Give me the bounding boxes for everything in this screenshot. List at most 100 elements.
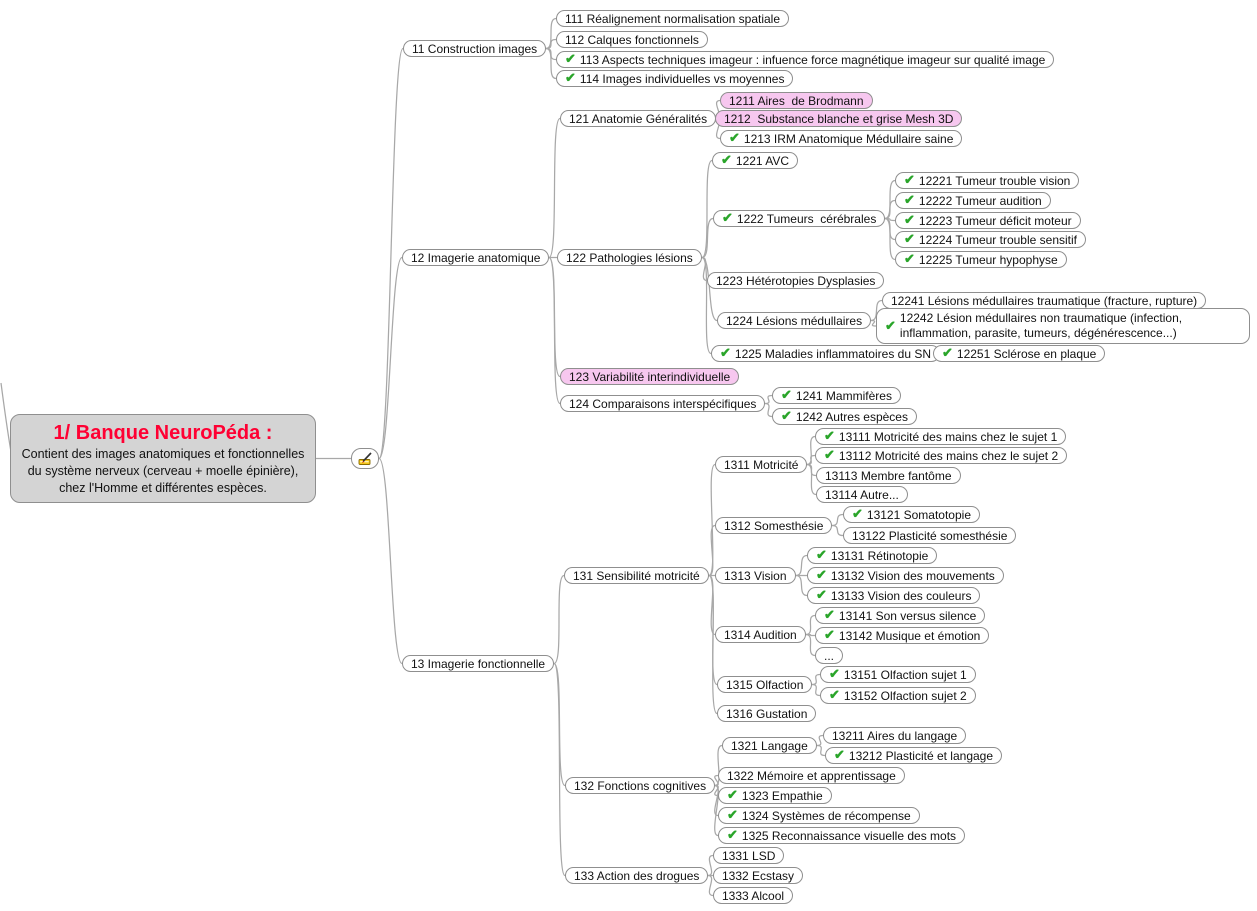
node-label: 12225 Tumeur hypophyse xyxy=(918,252,1058,267)
node-1316[interactable]: 1316 Gustation xyxy=(717,705,817,722)
node-1315[interactable]: 1315 Olfaction xyxy=(717,676,813,693)
check-icon: ✔ xyxy=(565,70,576,85)
edge xyxy=(870,299,883,322)
node-13121[interactable]: ✔13121 Somatotopie xyxy=(843,506,980,523)
node-1321[interactable]: 1321 Langage xyxy=(722,737,817,754)
check-icon: ✔ xyxy=(942,345,953,360)
node-1313[interactable]: 1313 Vision xyxy=(715,567,796,584)
node-13122[interactable]: 13122 Plasticité somesthésie xyxy=(843,527,1017,544)
node-label: 1221 AVC xyxy=(735,153,790,168)
node-121[interactable]: 121 Anatomie Généralités xyxy=(560,110,717,127)
edge xyxy=(0,382,12,453)
node-label: 1321 Langage xyxy=(731,738,808,753)
node-124[interactable]: 124 Comparaisons interspécifiques xyxy=(560,395,766,412)
edge xyxy=(707,874,714,897)
node-12242[interactable]: ✔12242 Lésion médullaires non traumatiqu… xyxy=(876,308,1250,344)
node-11[interactable]: 11 Construction images xyxy=(403,40,547,57)
edge xyxy=(708,463,716,577)
node-13133[interactable]: ✔13133 Vision des couleurs xyxy=(807,587,981,604)
node-label: 1311 Motricité xyxy=(724,457,799,472)
node-13132[interactable]: ✔13132 Vision des mouvements xyxy=(807,567,1004,584)
node-1212[interactable]: 1212 Substance blanche et grise Mesh 3D xyxy=(715,110,963,127)
node-1224[interactable]: 1224 Lésions médullaires xyxy=(717,312,872,329)
node-133[interactable]: 133 Action des drogues xyxy=(565,867,709,884)
node-label: 13142 Musique et émotion xyxy=(838,628,981,643)
node-114[interactable]: ✔114 Images individuelles vs moyennes xyxy=(556,70,794,87)
node-112[interactable]: 112 Calques fonctionnels xyxy=(556,31,708,48)
node-12221[interactable]: ✔12221 Tumeur trouble vision xyxy=(895,172,1080,189)
node-label: 1225 Maladies inflammatoires du SN xyxy=(734,346,932,361)
check-icon: ✔ xyxy=(824,428,835,443)
node-label: 13141 Son versus silence xyxy=(838,608,977,623)
node-131[interactable]: 131 Sensibilité motricité xyxy=(564,567,709,584)
node-13142[interactable]: ✔13142 Musique et émotion xyxy=(815,627,990,644)
edge xyxy=(816,744,826,757)
node-12225[interactable]: ✔12225 Tumeur hypophyse xyxy=(895,251,1067,268)
node-ell[interactable]: ... xyxy=(815,647,844,664)
node-12251[interactable]: ✔12251 Sclérose en plaque xyxy=(933,345,1106,362)
node-1311[interactable]: 1311 Motricité xyxy=(715,456,808,473)
node-1213[interactable]: ✔1213 IRM Anatomique Médullaire saine xyxy=(720,130,963,147)
node-13[interactable]: 13 Imagerie fonctionnelle xyxy=(402,655,555,672)
node-13211[interactable]: 13211 Aires du langage xyxy=(823,727,967,744)
node-1211[interactable]: 1211 Aires de Brodmann xyxy=(720,92,873,109)
node-1322[interactable]: 1322 Mémoire et apprentissage xyxy=(718,767,905,784)
node-1331[interactable]: 1331 LSD xyxy=(713,847,785,864)
node-label: 13211 Aires du langage xyxy=(832,728,958,743)
check-icon: ✔ xyxy=(904,251,915,266)
node-13212[interactable]: ✔13212 Plasticité et langage xyxy=(825,747,1003,764)
node-label: 122 Pathologies lésions xyxy=(566,250,693,265)
node-label: 13122 Plasticité somesthésie xyxy=(852,528,1008,543)
hub-node[interactable] xyxy=(351,448,379,469)
node-13151[interactable]: ✔13151 Olfaction sujet 1 xyxy=(820,666,976,683)
node-1223[interactable]: 1223 Hétérotopies Dysplasies xyxy=(707,272,885,289)
node-label: 1324 Systèmes de récompense xyxy=(741,808,911,823)
node-1325[interactable]: ✔1325 Reconnaissance visuelle des mots xyxy=(718,827,966,844)
node-12224[interactable]: ✔12224 Tumeur trouble sensitif xyxy=(895,231,1086,248)
node-1324[interactable]: ✔1324 Systèmes de récompense xyxy=(718,807,920,824)
node-label: 1333 Alcool xyxy=(722,888,785,903)
node-1323[interactable]: ✔1323 Empathie xyxy=(718,787,832,804)
check-icon: ✔ xyxy=(829,687,840,702)
node-1312[interactable]: 1312 Somesthésie xyxy=(715,517,833,534)
node-13152[interactable]: ✔13152 Olfaction sujet 2 xyxy=(820,687,976,704)
node-113[interactable]: ✔113 Aspects techniques imageur : infuen… xyxy=(556,51,1055,68)
node-12[interactable]: 12 Imagerie anatomique xyxy=(402,249,550,266)
node-label: 13112 Motricité des mains chez le sujet … xyxy=(838,448,1059,463)
node-13131[interactable]: ✔13131 Rétinotopie xyxy=(807,547,938,564)
node-13113[interactable]: 13113 Membre fantôme xyxy=(816,467,961,484)
node-label: 12242 Lésion médullaires non traumatique… xyxy=(899,311,1183,340)
node-132[interactable]: 132 Fonctions cognitives xyxy=(565,777,716,794)
node-1332[interactable]: 1332 Ecstasy xyxy=(713,867,804,884)
node-123[interactable]: 123 Variabilité interindividuelle xyxy=(560,368,740,385)
node-111[interactable]: 111 Réalignement normalisation spatiale xyxy=(556,10,790,27)
node-1242[interactable]: ✔1242 Autres espèces xyxy=(772,408,917,425)
node-13111[interactable]: ✔13111 Motricité des mains chez le sujet… xyxy=(815,428,1067,445)
node-13114[interactable]: 13114 Autre... xyxy=(816,486,908,503)
node-13112[interactable]: ✔13112 Motricité des mains chez le sujet… xyxy=(815,447,1068,464)
edge xyxy=(378,47,404,460)
node-13141[interactable]: ✔13141 Son versus silence xyxy=(815,607,986,624)
check-icon: ✔ xyxy=(781,408,792,423)
check-icon: ✔ xyxy=(824,627,835,642)
check-icon: ✔ xyxy=(720,345,731,360)
node-1314[interactable]: 1314 Audition xyxy=(715,626,806,643)
node-label: 13121 Somatotopie xyxy=(866,507,971,522)
node-label: 112 Calques fonctionnels xyxy=(565,32,699,47)
node-12241[interactable]: 12241 Lésions médullaires traumatique (f… xyxy=(882,292,1207,309)
node-1241[interactable]: ✔1241 Mammifères xyxy=(772,387,901,404)
node-12222[interactable]: ✔12222 Tumeur audition xyxy=(895,192,1051,209)
root-node[interactable]: 1/ Banque NeuroPéda : Contient des image… xyxy=(10,414,316,503)
node-1225[interactable]: ✔1225 Maladies inflammatoires du SN xyxy=(711,345,941,362)
node-1333[interactable]: 1333 Alcool xyxy=(713,887,794,904)
node-12223[interactable]: ✔12223 Tumeur déficit moteur xyxy=(895,212,1081,229)
node-1221[interactable]: ✔1221 AVC xyxy=(712,152,799,169)
node-1222[interactable]: ✔1222 Tumeurs cérébrales xyxy=(713,210,886,227)
node-label: 13111 Motricité des mains chez le sujet … xyxy=(838,429,1058,444)
node-label: 114 Images individuelles vs moyennes xyxy=(579,71,785,86)
node-122[interactable]: 122 Pathologies lésions xyxy=(557,249,702,266)
edge xyxy=(870,319,877,327)
edge xyxy=(806,435,816,466)
check-icon: ✔ xyxy=(829,666,840,681)
